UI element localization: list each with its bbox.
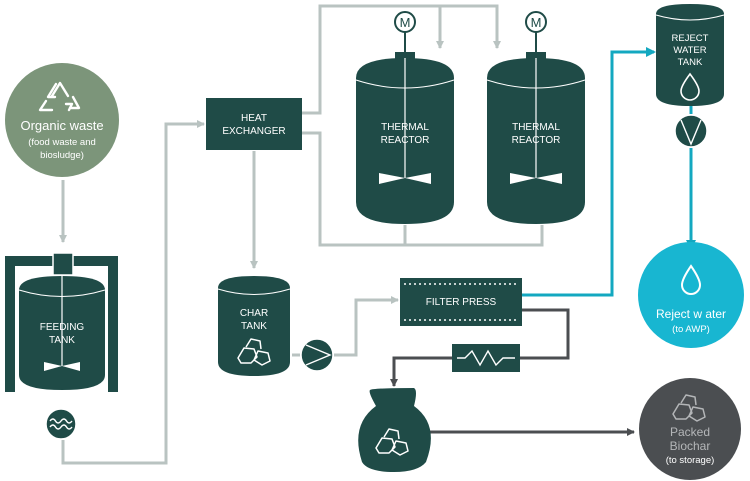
- reactor-1-line1: THERMAL: [381, 122, 429, 133]
- feeding-pump: [45, 408, 77, 440]
- feeding-tank-line2: TANK: [49, 335, 75, 346]
- organic-waste-node: Organic waste (food waste and biosludge): [5, 63, 119, 177]
- reject-water-tank-node: REJECT WATER TANK: [655, 4, 725, 106]
- char-pump: [300, 338, 334, 372]
- motor-icon: [525, 11, 547, 33]
- reject-tank-line1: REJECT: [672, 33, 709, 44]
- char-pile-icon: [237, 338, 271, 366]
- reject-tank-body: [656, 4, 724, 106]
- filter-press-box: [400, 278, 522, 326]
- zigzag-coil-icon: [457, 349, 515, 367]
- reject-water-title: Reject w ater: [656, 307, 726, 321]
- water-drop-icon: [680, 72, 700, 101]
- reject-water-subtitle: (to AWP): [672, 324, 710, 335]
- reject-tank-line2: WATER: [673, 45, 706, 56]
- flow-pump-to-filter: [334, 296, 399, 357]
- filter-press-label: FILTER PRESS: [426, 297, 497, 308]
- filter-press-node: FILTER PRESS: [400, 278, 522, 326]
- recycle-icon: [38, 81, 81, 112]
- reject-water-node: Reject w ater (to AWP): [638, 242, 744, 348]
- thermal-reactor-2-node: M THERMAL REACTOR: [486, 11, 586, 224]
- flow-reactors-return: [302, 131, 544, 247]
- motor-icon: [394, 11, 416, 33]
- heat-exchanger-line2: EXCHANGER: [222, 126, 285, 137]
- char-tank-line2: TANK: [241, 321, 267, 332]
- reactor-1-motor-label: M: [400, 15, 411, 30]
- feeding-tank-mixer-icon: [44, 362, 80, 371]
- flow-filter-to-reject-tank: [522, 47, 656, 297]
- organic-waste-line2: biosludge): [40, 150, 84, 161]
- packed-biochar-node: Packed Biochar (to storage): [639, 378, 741, 480]
- reactor-2-motor-label: M: [531, 15, 542, 30]
- heat-exchanger-box: [206, 98, 302, 150]
- feeding-tank-node: FEEDING TANK: [5, 252, 118, 392]
- reactor-1-line2: REACTOR: [381, 135, 430, 146]
- organic-waste-circle: [5, 63, 119, 177]
- heat-exchanger-line1: HEAT: [241, 113, 267, 124]
- reactor-1-mixer-icon: [379, 173, 431, 184]
- organic-waste-line1: (food waste and: [28, 137, 96, 148]
- reactor-2-line2: REACTOR: [512, 135, 561, 146]
- flow-lines: [59, 4, 696, 465]
- pump-icon: [680, 119, 702, 146]
- heat-wave-icon: [49, 418, 73, 430]
- flow-feeding-to-exchanger: [61, 120, 205, 465]
- pump-icon: [305, 344, 332, 366]
- flow-filter-to-cooler: [520, 308, 570, 360]
- char-tank-line1: CHAR: [240, 308, 268, 319]
- reactor-2-mixer-icon: [510, 173, 562, 184]
- reject-tank-line3: TANK: [678, 57, 703, 68]
- cooler-node: [452, 344, 520, 372]
- feeding-tank-motor: [52, 252, 74, 276]
- packed-biochar-circle: [639, 378, 741, 480]
- char-pile-icon: [375, 428, 409, 456]
- feeding-tank-line1: FEEDING: [40, 322, 85, 333]
- char-tank-body: [218, 276, 290, 376]
- flow-exchanger-to-reactors: [302, 4, 501, 115]
- char-tank-node: CHAR TANK: [217, 276, 291, 376]
- heat-exchanger-node: HEAT EXCHANGER: [206, 98, 302, 150]
- organic-waste-title: Organic waste: [20, 118, 103, 133]
- biochar-bag-node: [358, 388, 431, 472]
- water-drop-icon: [680, 264, 702, 295]
- reactor-2-line1: THERMAL: [512, 122, 560, 133]
- flow-cooler-to-bag: [390, 356, 452, 387]
- packed-biochar-subtitle: (to storage): [666, 455, 715, 466]
- thermal-reactor-1-node: M THERMAL REACTOR: [355, 11, 455, 224]
- packed-biochar-line1: Packed: [670, 425, 710, 439]
- reject-pump: [674, 114, 708, 148]
- packed-biochar-line2: Biochar: [670, 439, 711, 453]
- char-pile-icon: [672, 394, 706, 422]
